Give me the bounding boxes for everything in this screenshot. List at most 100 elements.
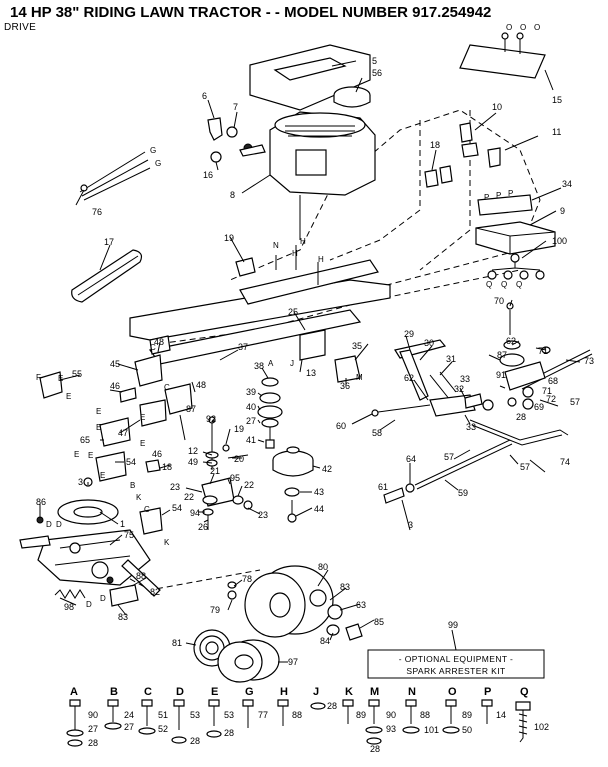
right-side-linkage (499, 302, 593, 410)
callout-49: 49 (188, 457, 198, 467)
svg-text:A: A (70, 686, 78, 698)
callout-47: 47 (118, 428, 128, 438)
hardware-J: J 28 (310, 686, 337, 711)
tag-D: D (86, 600, 92, 609)
tag-M: M (356, 373, 363, 382)
callout-39: 39 (246, 387, 256, 397)
callout-20: 20 (234, 454, 244, 464)
svg-text:P: P (484, 686, 491, 698)
callout-33-lower: 33 (466, 422, 476, 432)
callout-57-lower: 57 (520, 462, 530, 472)
callout-54-upper: 54 (126, 457, 136, 467)
svg-text:90: 90 (386, 710, 396, 720)
svg-text:50: 50 (462, 725, 472, 735)
svg-text:101: 101 (424, 725, 439, 735)
callout-32: 32 (454, 384, 464, 394)
callout-18: 18 (430, 140, 440, 150)
hardware-H: H 88 (277, 686, 302, 726)
callout-85: 85 (374, 617, 384, 627)
tag-P: P (484, 193, 489, 202)
callout-56: 56 (372, 68, 382, 78)
svg-text:28: 28 (327, 701, 337, 711)
callout-87-right: 87 (497, 350, 507, 360)
tag-K: K (164, 538, 170, 547)
tag-G: G (155, 159, 161, 168)
svg-text:G: G (245, 686, 254, 698)
callout-59: 59 (458, 488, 468, 498)
callout-58: 58 (372, 428, 382, 438)
callout-8: 8 (230, 190, 235, 200)
optional-equipment-box: - OPTIONAL EQUIPMENT - SPARK ARRESTER KI… (367, 649, 545, 679)
bracket-54-lower (139, 507, 163, 535)
svg-text:89: 89 (462, 710, 472, 720)
svg-text:28: 28 (190, 736, 200, 746)
hardware-G: G 77 (242, 686, 268, 728)
callout-21: 21 (210, 466, 220, 476)
svg-text:M: M (370, 686, 379, 698)
hardware-O: O 89 50 (442, 686, 472, 735)
callout-80: 80 (318, 562, 328, 572)
front-wheel-assembly (193, 629, 280, 683)
brackets-10-11-18 (424, 122, 501, 188)
callout-74: 74 (560, 457, 570, 467)
hardware-M: M 90 93 28 (365, 686, 396, 754)
callout-3-center: 3 (408, 520, 413, 530)
tag-C: C (144, 505, 150, 514)
tag-Q: Q (486, 280, 492, 289)
tag-D: D (100, 594, 106, 603)
svg-text:Q: Q (520, 686, 529, 698)
hardware-P: P 14 (481, 686, 506, 724)
svg-text:53: 53 (190, 710, 200, 720)
callout-44: 44 (314, 504, 324, 514)
svg-text:N: N (408, 686, 416, 698)
svg-text:93: 93 (386, 724, 396, 734)
transaxle (19, 499, 161, 597)
tag-Q: Q (516, 280, 522, 289)
callout-64: 64 (406, 454, 416, 464)
svg-text:C: C (144, 686, 152, 698)
brackets-25-35-36 (299, 329, 361, 383)
svg-text:D: D (176, 686, 184, 698)
callout-45: 45 (110, 359, 120, 369)
callout-84: 84 (320, 636, 330, 646)
hardware-legend: A 90 27 28 B 24 27 C 51 52 (66, 686, 549, 754)
tag-H: H (318, 255, 324, 264)
tag-E: E (66, 392, 71, 401)
callout-numbers: 5 56 15 6 7 16 8 10 11 18 34 9 100 76 17… (36, 56, 594, 667)
tag-E: E (74, 450, 79, 459)
tag-K: K (136, 493, 142, 502)
callout-88: 88 (136, 571, 146, 581)
cable-76 (79, 151, 151, 201)
callout-19-center: 19 (234, 424, 244, 434)
tag-D: D (46, 520, 52, 529)
left-brackets (39, 335, 193, 447)
callout-76: 76 (92, 207, 102, 217)
drive-belt (71, 249, 143, 303)
callout-83-left: 83 (118, 612, 128, 622)
tag-H: H (300, 237, 306, 246)
callout-95: 95 (230, 473, 240, 483)
callout-70: 70 (494, 296, 504, 306)
callout-54-lower: 54 (172, 503, 182, 513)
callout-22-left: 22 (184, 492, 194, 502)
svg-text:88: 88 (292, 710, 302, 720)
seat-pan (459, 32, 546, 79)
callout-7: 7 (233, 102, 238, 112)
idler-pulley-42 (272, 446, 314, 523)
hardware-K: K 89 (342, 686, 366, 724)
tag-F: F (36, 373, 41, 382)
rear-wheel-assembly (227, 565, 363, 641)
tag-C: C (164, 383, 170, 392)
svg-text:J: J (313, 686, 319, 698)
shift-lever (394, 339, 457, 401)
optional-equipment-heading: - OPTIONAL EQUIPMENT - (399, 654, 514, 664)
svg-text:14: 14 (496, 710, 506, 720)
frame-rails (129, 259, 391, 365)
callout-62-center: 62 (404, 373, 414, 383)
callout-34: 34 (562, 179, 572, 189)
engine-mount-bolts (275, 195, 319, 285)
callout-69: 69 (534, 402, 544, 412)
callout-29: 29 (404, 329, 414, 339)
brackets-54-18 (83, 451, 161, 487)
